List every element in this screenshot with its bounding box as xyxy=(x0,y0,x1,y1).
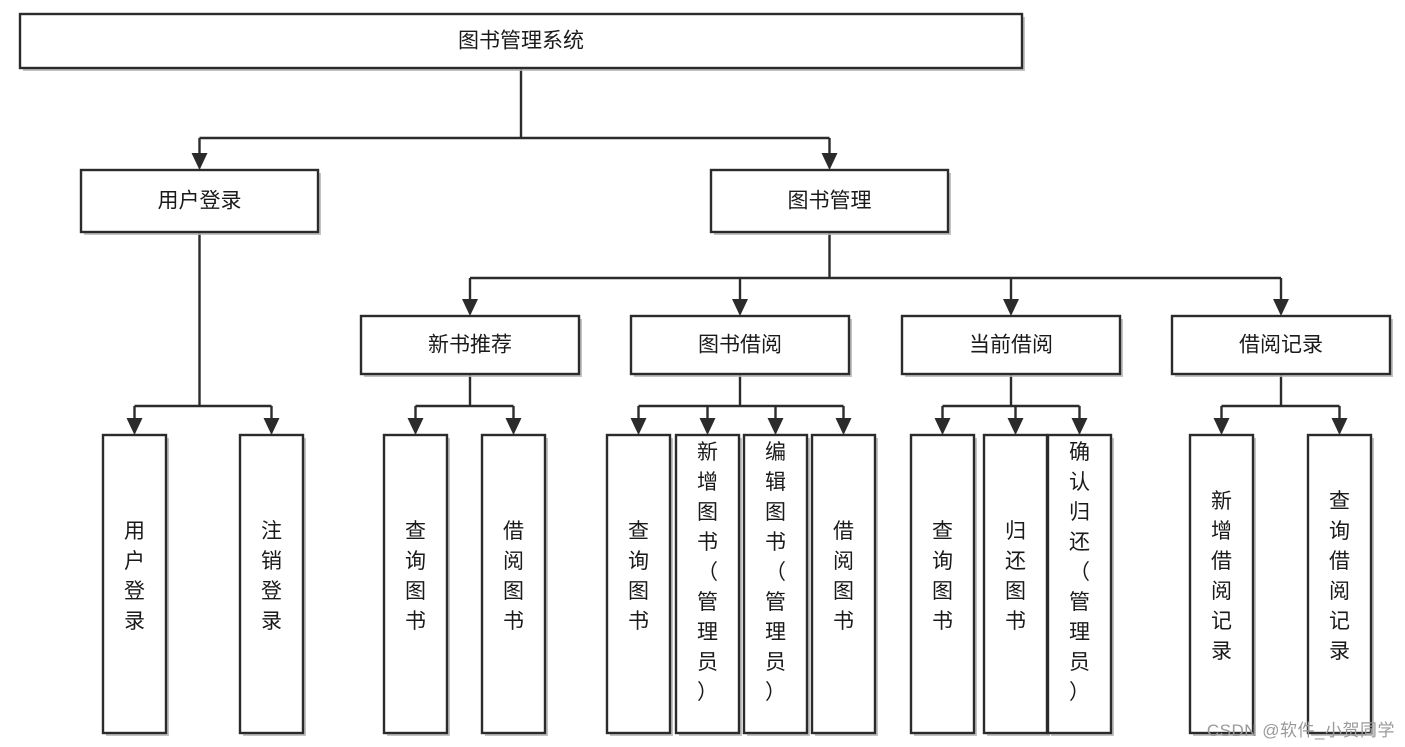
node-leaf_0[interactable]: 用户登录 xyxy=(101,433,169,736)
node-label: 注销登录 xyxy=(261,520,282,633)
node-box[interactable] xyxy=(101,433,168,735)
arrow-head-icon xyxy=(1331,418,1348,435)
node-box[interactable] xyxy=(1306,433,1373,735)
node-box[interactable] xyxy=(742,433,809,735)
node-label: 图书借阅 xyxy=(698,334,782,357)
node-label: 归还图书 xyxy=(1005,520,1026,633)
node-leaf_7[interactable]: 借阅图书 xyxy=(810,433,878,736)
node-box[interactable] xyxy=(709,168,950,234)
node-l1_0[interactable]: 用户登录 xyxy=(79,168,321,235)
node-box[interactable] xyxy=(900,314,1122,376)
node-label: 借阅记录 xyxy=(1239,334,1323,357)
arrow-head-icon xyxy=(505,418,522,435)
node-label: 查询借阅记录 xyxy=(1329,490,1350,663)
node-label: 用户登录 xyxy=(158,190,242,213)
node-leaf_11[interactable]: 新增借阅记录 xyxy=(1188,433,1256,736)
arrow-head-icon xyxy=(630,418,647,435)
node-label: 图书管理系统 xyxy=(458,30,584,53)
node-box[interactable] xyxy=(629,314,851,376)
node-leaf_6[interactable]: 编辑图书（管理员） xyxy=(742,433,810,736)
arrow-head-icon xyxy=(407,418,424,435)
arrow-head-icon xyxy=(1003,299,1019,316)
node-box[interactable] xyxy=(605,433,672,735)
node-box[interactable] xyxy=(382,433,449,735)
node-box[interactable] xyxy=(1046,433,1113,735)
node-leaf_12[interactable]: 查询借阅记录 xyxy=(1306,433,1374,736)
node-label: 当前借阅 xyxy=(969,334,1053,357)
node-label: 编辑图书（管理员） xyxy=(765,441,786,704)
node-leaf_3[interactable]: 借阅图书 xyxy=(480,433,548,736)
node-box[interactable] xyxy=(238,433,305,735)
arrow-head-icon xyxy=(1273,299,1289,316)
node-label: 借阅图书 xyxy=(833,520,854,633)
arrow-head-icon xyxy=(191,153,208,170)
arrow-head-icon xyxy=(126,418,143,435)
node-l2_1[interactable]: 图书借阅 xyxy=(629,314,852,377)
arrow-head-icon xyxy=(767,418,784,435)
arrow-head-icon xyxy=(934,418,951,435)
arrow-head-icon xyxy=(699,418,716,435)
node-box[interactable] xyxy=(909,433,976,735)
node-box[interactable] xyxy=(18,12,1024,70)
arrow-head-icon xyxy=(1007,418,1024,435)
node-l1_1[interactable]: 图书管理 xyxy=(709,168,951,235)
node-leaf_8[interactable]: 查询图书 xyxy=(909,433,977,736)
node-box[interactable] xyxy=(1170,314,1392,376)
node-box[interactable] xyxy=(359,314,581,376)
node-box[interactable] xyxy=(674,433,741,735)
node-leaf_2[interactable]: 查询图书 xyxy=(382,433,450,736)
arrow-head-icon xyxy=(1213,418,1230,435)
node-l2_3[interactable]: 借阅记录 xyxy=(1170,314,1393,377)
arrow-head-icon xyxy=(263,418,280,435)
arrow-head-icon xyxy=(821,153,838,170)
node-l2_0[interactable]: 新书推荐 xyxy=(359,314,582,377)
arrow-head-icon xyxy=(835,418,852,435)
node-box[interactable] xyxy=(810,433,877,735)
node-l2_2[interactable]: 当前借阅 xyxy=(900,314,1123,377)
arrow-head-icon xyxy=(732,299,748,316)
node-label: 图书管理 xyxy=(788,190,872,213)
node-label: 新增借阅记录 xyxy=(1211,490,1232,663)
node-label: 确认归还（管理员） xyxy=(1069,441,1090,704)
node-leaf_9[interactable]: 归还图书 xyxy=(982,433,1050,736)
node-box[interactable] xyxy=(1188,433,1255,735)
node-label: 新书推荐 xyxy=(428,334,512,357)
node-leaf_10[interactable]: 确认归还（管理员） xyxy=(1046,433,1114,736)
node-label: 借阅图书 xyxy=(503,520,524,633)
arrow-head-icon xyxy=(1071,418,1088,435)
node-box[interactable] xyxy=(79,168,320,234)
nodes-layer: 图书管理系统用户登录图书管理新书推荐图书借阅当前借阅借阅记录用户登录注销登录查询… xyxy=(18,12,1393,736)
arrow-head-icon xyxy=(462,299,478,316)
node-label: 新增图书（管理员） xyxy=(697,441,718,704)
node-label: 查询图书 xyxy=(628,520,649,633)
node-leaf_4[interactable]: 查询图书 xyxy=(605,433,673,736)
node-box[interactable] xyxy=(480,433,547,735)
node-root[interactable]: 图书管理系统 xyxy=(18,12,1025,71)
node-label: 查询图书 xyxy=(405,520,426,633)
node-label: 用户登录 xyxy=(124,520,145,633)
node-label: 查询图书 xyxy=(932,520,953,633)
watermark-text: CSDN @软件_小贺同学 xyxy=(1206,721,1395,740)
node-leaf_1[interactable]: 注销登录 xyxy=(238,433,306,736)
edges-layer xyxy=(126,68,1348,435)
node-leaf_5[interactable]: 新增图书（管理员） xyxy=(674,433,742,736)
